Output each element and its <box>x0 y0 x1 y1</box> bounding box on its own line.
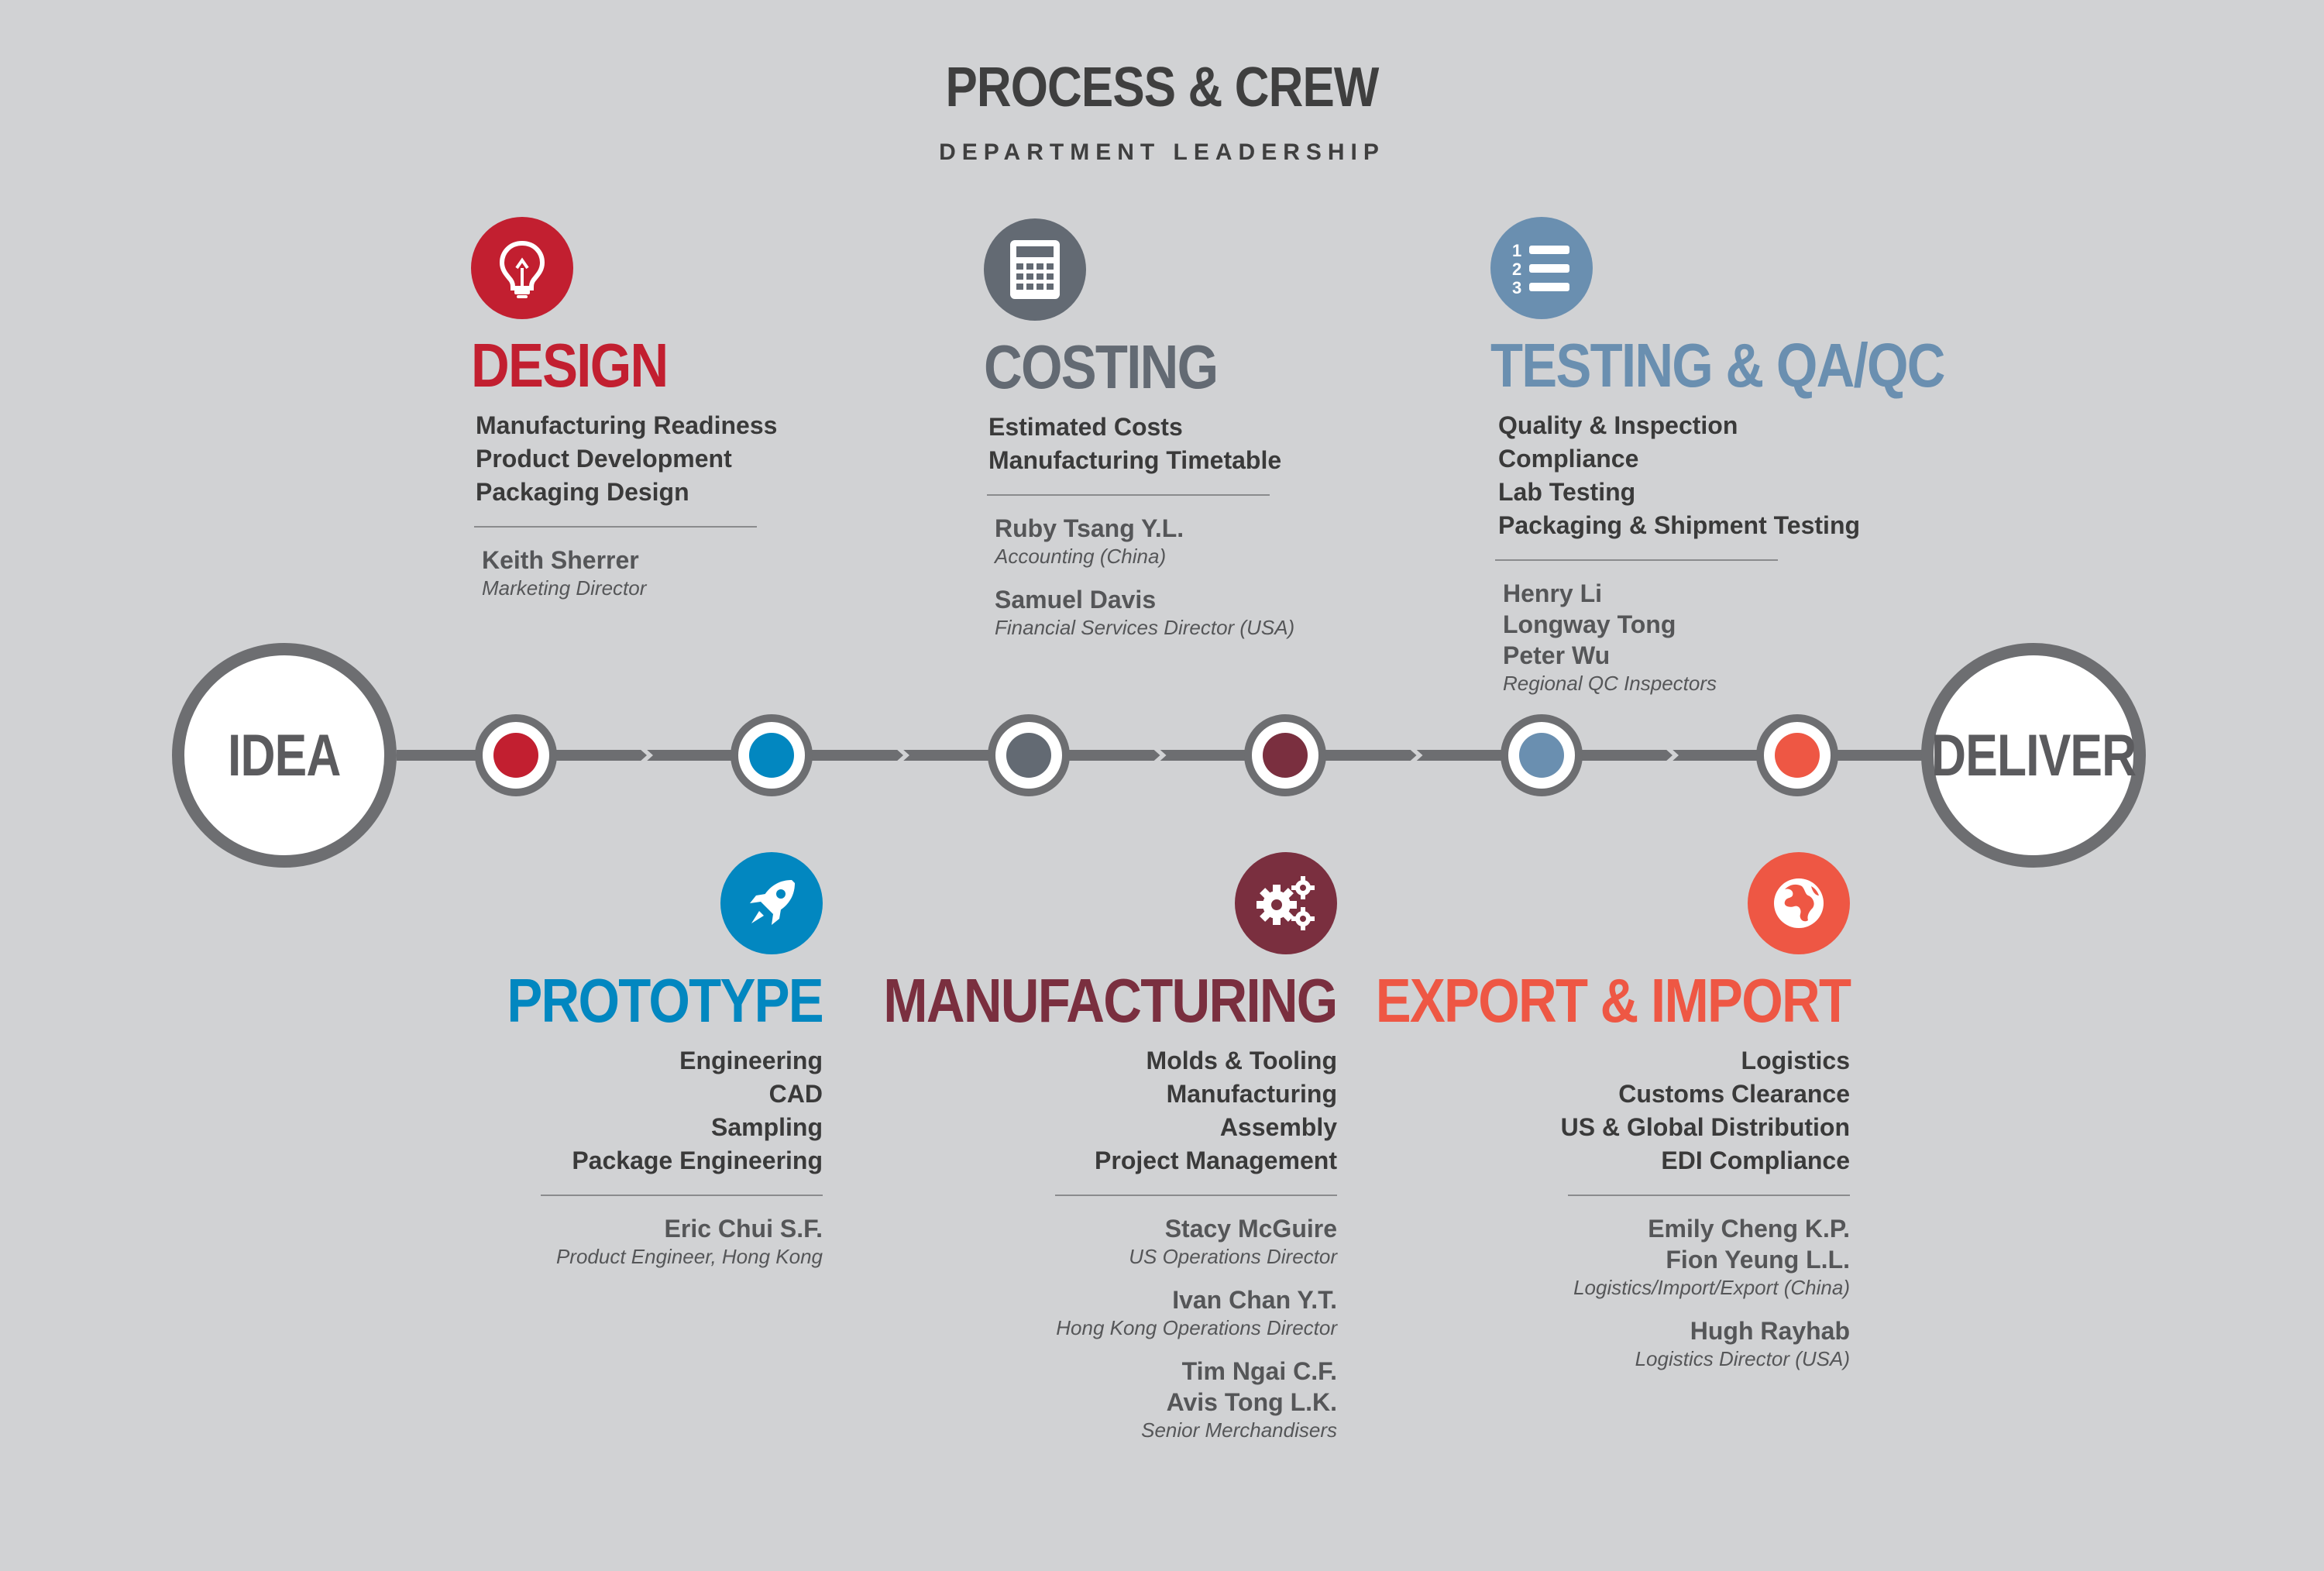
manufacturing-person-1: Stacy McGuire <box>1164 1215 1337 1243</box>
export-person-1: Emily Cheng K.P. <box>1648 1215 1850 1243</box>
stage-prototype: PROTOTYPE Engineering CAD Sampling Packa… <box>456 852 824 1284</box>
costing-role-2: Financial Services Director (USA) <box>995 616 1295 639</box>
stage-title-testing: TESTING & QA/QC <box>1490 331 1946 400</box>
manufacturing-person-2: Ivan Chan Y.T. <box>1172 1286 1337 1314</box>
costing-item-1: Estimated Costs <box>988 413 1183 441</box>
stage-export: EXPORT & IMPORT Logistics Customs Cleara… <box>1298 852 1851 1387</box>
manufacturing-person-4: Avis Tong L.K. <box>1166 1388 1337 1416</box>
export-item-2: Customs Clearance <box>1618 1080 1850 1108</box>
timeline-node-prototype <box>749 733 794 778</box>
prototype-person: Eric Chui S.F. <box>664 1215 823 1243</box>
prototype-item-1: Engineering <box>679 1047 823 1074</box>
export-person-3: Hugh Rayhab <box>1690 1317 1850 1345</box>
design-person: Keith Sherrer <box>482 546 639 574</box>
prototype-item-3: Sampling <box>710 1113 823 1141</box>
testing-person-3: Peter Wu <box>1503 641 1611 669</box>
manufacturing-role-2: Hong Kong Operations Director <box>1056 1316 1337 1339</box>
design-item-1: Manufacturing Readiness <box>476 411 778 439</box>
timeline-arrow <box>1408 748 1423 762</box>
calculator-icon <box>984 218 1086 321</box>
end-node-label: DELIVER <box>1930 722 2137 789</box>
design-item-2: Product Development <box>476 445 732 473</box>
design-role: Marketing Director <box>482 576 647 600</box>
timeline-node-manufacturing <box>1263 733 1308 778</box>
timeline-arrow <box>1152 748 1167 762</box>
testing-item-4: Packaging & Shipment Testing <box>1498 511 1861 539</box>
stage-title-costing: COSTING <box>984 332 1219 401</box>
manufacturing-item-3: Assembly <box>1219 1113 1337 1141</box>
costing-person-1: Ruby Tsang Y.L. <box>995 514 1184 542</box>
timeline-node-export <box>1775 733 1820 778</box>
timeline-node-costing <box>1006 733 1051 778</box>
start-node-label: IDEA <box>228 722 341 789</box>
stage-title-prototype: PROTOTYPE <box>507 966 823 1035</box>
prototype-item-4: Package Engineering <box>572 1146 823 1174</box>
manufacturing-item-2: Manufacturing <box>1166 1080 1337 1108</box>
stage-costing: COSTING Estimated Costs Manufacturing Ti… <box>984 218 1294 655</box>
svg-text:2: 2 <box>1512 260 1521 279</box>
lightbulb-icon <box>471 217 573 319</box>
export-item-1: Logistics <box>1741 1047 1850 1074</box>
design-divider <box>474 526 757 528</box>
timeline-arrow <box>1665 748 1679 762</box>
export-divider <box>1568 1195 1850 1196</box>
costing-person-2: Samuel Davis <box>995 586 1157 614</box>
testing-person-1: Henry Li <box>1503 579 1603 607</box>
testing-item-1: Quality & Inspection <box>1498 411 1738 439</box>
manufacturing-item-1: Molds & Tooling <box>1146 1047 1337 1074</box>
costing-role-1: Accounting (China) <box>995 545 1167 568</box>
design-item-3: Packaging Design <box>476 478 689 506</box>
prototype-divider <box>541 1195 823 1196</box>
timeline-node-design <box>493 733 538 778</box>
timeline-nodes <box>475 714 1838 796</box>
stage-manufacturing: MANUFACTURING Molds & Tooling Manufactur… <box>810 852 1339 1458</box>
manufacturing-person-3: Tim Ngai C.F. <box>1181 1357 1337 1385</box>
export-person-2: Fion Yeung L.L. <box>1666 1246 1850 1274</box>
testing-item-2: Compliance <box>1498 445 1639 473</box>
rocket-icon <box>720 852 823 954</box>
prototype-role: Product Engineer, Hong Kong <box>555 1245 823 1268</box>
stage-title-manufacturing: MANUFACTURING <box>883 966 1339 1035</box>
timeline-segments <box>397 748 1929 762</box>
page-subtitle: DEPARTMENT LEADERSHIP <box>939 139 1385 165</box>
costing-item-2: Manufacturing Timetable <box>988 446 1282 474</box>
prototype-item-2: CAD <box>768 1080 823 1108</box>
testing-item-3: Lab Testing <box>1498 478 1636 506</box>
gears-icon <box>1235 852 1337 954</box>
export-role-2: Logistics Director (USA) <box>1635 1347 1850 1370</box>
stage-title-design: DESIGN <box>471 331 669 400</box>
timeline-arrow <box>896 748 909 762</box>
export-item-3: US & Global Distribution <box>1560 1113 1850 1141</box>
manufacturing-divider <box>1055 1195 1337 1196</box>
testing-person-2: Longway Tong <box>1503 610 1676 638</box>
stage-title-export: EXPORT & IMPORT <box>1375 966 1851 1035</box>
testing-role: Regional QC Inspectors <box>1503 672 1717 695</box>
export-role-1: Logistics/Import/Export (China) <box>1573 1276 1850 1299</box>
manufacturing-item-4: Project Management <box>1095 1146 1337 1174</box>
testing-divider <box>1495 559 1778 561</box>
manufacturing-role-3: Senior Merchandisers <box>1141 1418 1337 1442</box>
timeline-node-testing <box>1519 733 1564 778</box>
timeline-arrow <box>639 748 653 762</box>
costing-divider <box>987 494 1270 496</box>
start-node-idea: IDEA <box>172 643 397 868</box>
export-item-4: EDI Compliance <box>1661 1146 1850 1174</box>
page-title: PROCESS & CREW <box>945 57 1379 119</box>
stage-design: DESIGN Manufacturing Readiness Product D… <box>471 217 777 616</box>
svg-text:3: 3 <box>1512 278 1521 297</box>
svg-text:1: 1 <box>1512 241 1521 260</box>
manufacturing-role-1: US Operations Director <box>1129 1245 1337 1268</box>
globe-icon <box>1748 852 1850 954</box>
